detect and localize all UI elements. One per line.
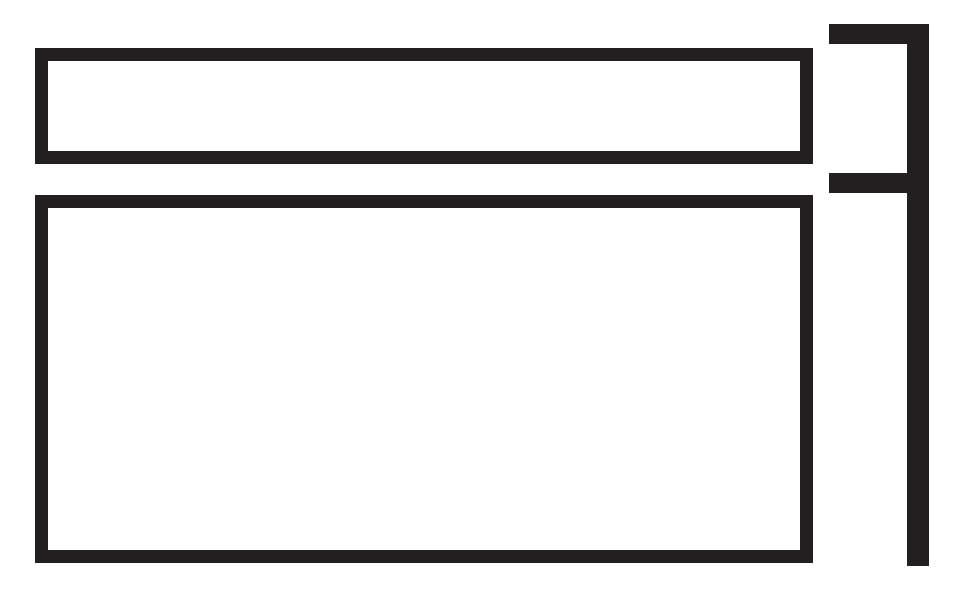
bracket-vertical-bar xyxy=(907,24,929,566)
bottom-box xyxy=(35,195,813,563)
top-box xyxy=(35,48,813,164)
bracket-top-arm xyxy=(829,24,929,44)
bracket-middle-arm xyxy=(829,173,929,193)
